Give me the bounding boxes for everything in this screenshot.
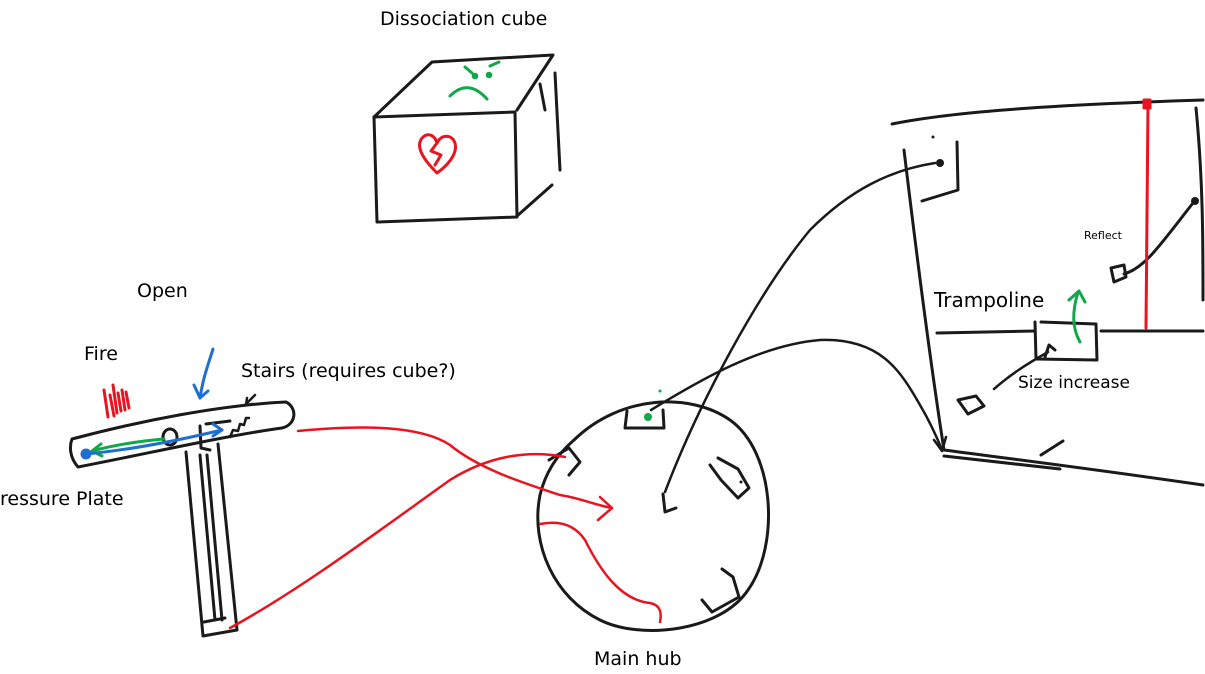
label-pressure-plate: ressure Plate [0, 488, 124, 510]
connector-black-2-head [932, 435, 948, 453]
green-arrow [90, 437, 166, 458]
label-reflect: Reflect [1084, 229, 1122, 242]
hub-top-dot [658, 389, 662, 393]
trampoline-room [890, 98, 1205, 487]
label-open: Open [137, 280, 188, 302]
main-hub [536, 400, 770, 632]
room-door-dot-2 [931, 135, 935, 139]
blue-line [80, 422, 224, 460]
connector-black-2 [649, 338, 944, 452]
size-increase-pointer [992, 350, 1050, 391]
reflect-target-dot [1191, 197, 1199, 205]
dissociation-cube [372, 53, 562, 224]
label-size-increase: Size increase [1018, 373, 1130, 393]
connector-red-1-head [596, 495, 614, 522]
room-door-dot-1 [936, 159, 944, 167]
hub-green-dot [644, 413, 652, 421]
green-up-arrow [1067, 289, 1087, 344]
connector-red-3 [538, 521, 662, 624]
label-main-hub: Main hub [594, 648, 682, 670]
sad-face-icon [448, 60, 501, 101]
red-beam [1142, 98, 1152, 330]
open-room [68, 400, 296, 638]
connector-red-2 [228, 452, 567, 630]
label-dissociation-cube: Dissociation cube [380, 8, 548, 30]
fire-icon [102, 383, 131, 419]
connector-black-1 [663, 161, 937, 494]
stairs-icon [228, 393, 257, 439]
label-trampoline: Trampoline [934, 288, 1045, 312]
hub-door-dot [739, 480, 743, 484]
label-stairs: Stairs (requires cube?) [241, 360, 456, 382]
label-fire: Fire [84, 343, 118, 365]
blue-arrow [192, 347, 215, 400]
broken-heart-icon [418, 133, 457, 175]
connector-red-1 [296, 426, 614, 510]
